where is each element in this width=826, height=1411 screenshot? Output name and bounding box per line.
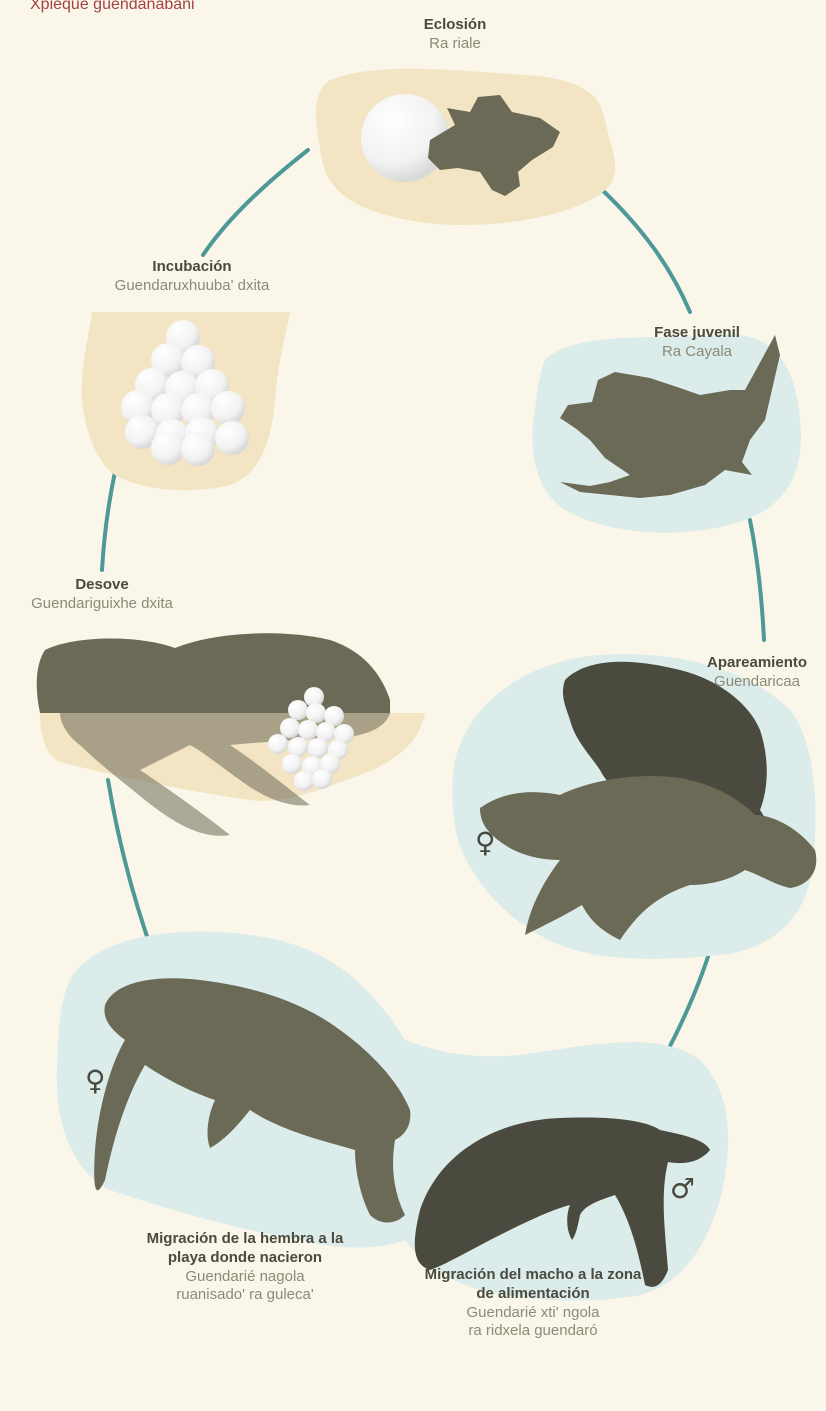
- label-migracion-hembra-title-2: playa donde nacieron: [100, 1249, 390, 1268]
- label-migracion-hembra-subtitle-2: ruanisado' ra guleca': [100, 1286, 390, 1305]
- label-desove: Desove Guendariguixhe dxita: [12, 576, 192, 614]
- label-incubacion-subtitle: Guendaruxhuuba' dxita: [92, 277, 292, 296]
- label-migracion-hembra: Migración de la hembra a la playa donde …: [100, 1230, 390, 1305]
- stage-eclosion-illustration: [316, 69, 615, 225]
- label-migracion-macho-subtitle-1: Guendarié xti' ngola: [388, 1304, 678, 1323]
- stage-desove-illustration: [37, 633, 425, 835]
- label-migracion-macho: Migración del macho a la zona de aliment…: [388, 1266, 678, 1341]
- label-incubacion: Incubación Guendaruxhuuba' dxita: [92, 258, 292, 296]
- arrow-eclosion-to-juvenil: [597, 185, 690, 312]
- label-migracion-macho-title-1: Migración del macho a la zona: [388, 1266, 678, 1285]
- label-desove-subtitle: Guendariguixhe dxita: [12, 595, 192, 614]
- female-symbol-apareamiento: ♀: [475, 826, 496, 859]
- label-apareamiento: Apareamiento Guendaricaa: [690, 654, 824, 692]
- arrow-incubacion-to-eclosion: [203, 150, 308, 255]
- label-desove-title: Desove: [12, 576, 192, 595]
- arrow-incubacion-to-desove: [102, 472, 115, 570]
- male-symbol-apareamiento: ♂: [620, 679, 645, 712]
- label-eclosion-subtitle: Ra riale: [372, 35, 538, 54]
- diagram-title: Xpieque guendanabani: [30, 0, 195, 14]
- label-migracion-macho-title-2: de alimentación: [388, 1285, 678, 1304]
- nesting-turtle-silhouette: [37, 633, 390, 713]
- female-symbol-migracion: ♀: [85, 1064, 106, 1097]
- label-eclosion: Eclosión Ra riale: [372, 16, 538, 54]
- stage-incubacion-illustration: [82, 312, 290, 490]
- male-symbol-migracion: ♂: [670, 1172, 695, 1205]
- arrow-juvenil-to-apareamiento: [750, 520, 764, 640]
- label-migracion-macho-subtitle-2: ra ridxela guendaró: [388, 1322, 678, 1341]
- label-juvenil: Fase juvenil Ra Cayala: [614, 324, 780, 362]
- label-apareamiento-subtitle: Guendaricaa: [690, 673, 824, 692]
- stage-juvenil-illustration: [533, 334, 801, 532]
- label-juvenil-subtitle: Ra Cayala: [614, 343, 780, 362]
- label-juvenil-title: Fase juvenil: [614, 324, 780, 343]
- label-incubacion-title: Incubación: [92, 258, 292, 277]
- label-eclosion-title: Eclosión: [372, 16, 538, 35]
- label-apareamiento-title: Apareamiento: [690, 654, 824, 673]
- label-migracion-hembra-subtitle-1: Guendarié nagola: [100, 1268, 390, 1287]
- stage-apareamiento-illustration: ♂ ♀: [452, 654, 816, 959]
- label-migracion-hembra-title-1: Migración de la hembra a la: [100, 1230, 390, 1249]
